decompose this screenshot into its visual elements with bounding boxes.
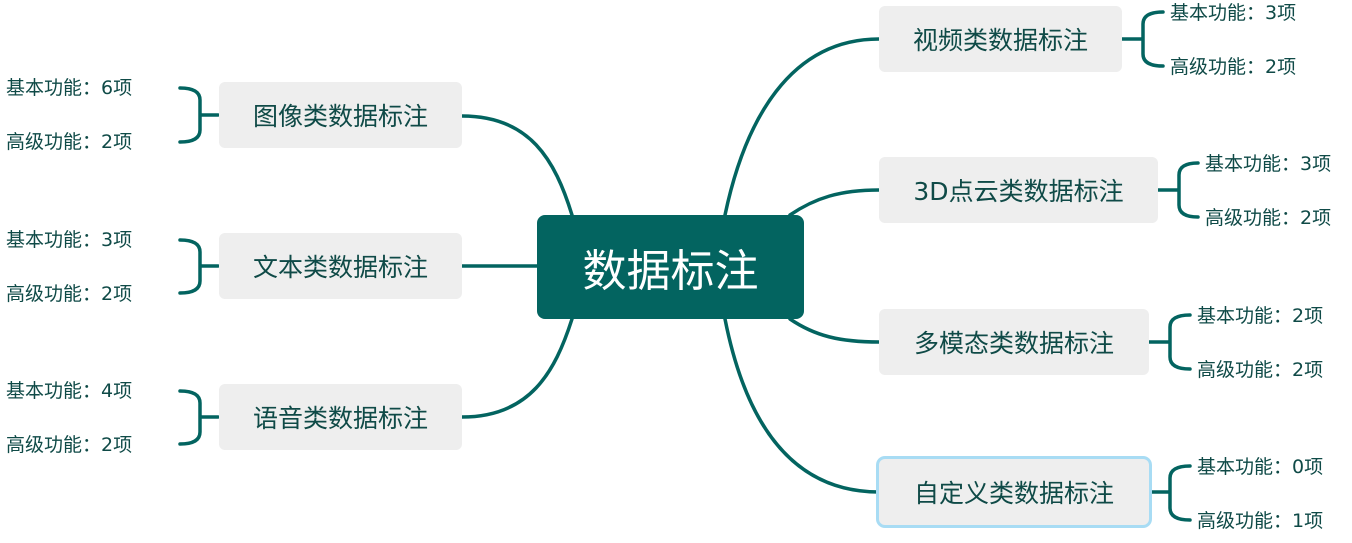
leaf-voice-basic[interactable]: 基本功能：4项 — [6, 380, 133, 402]
node-multimodal-annotation[interactable]: 多模态类数据标注 — [879, 309, 1149, 375]
leaf-image-advanced[interactable]: 高级功能：2项 — [6, 131, 133, 153]
connector-multimodal — [788, 317, 881, 344]
brace-multimodal — [1147, 313, 1192, 371]
node-voice-annotation[interactable]: 语音类数据标注 — [219, 384, 462, 450]
connector-custom — [723, 317, 881, 494]
leaf-text-advanced[interactable]: 高级功能：2项 — [6, 283, 133, 305]
brace-text — [178, 238, 220, 295]
leaf-3d-basic[interactable]: 基本功能：3项 — [1205, 153, 1332, 175]
node-custom-annotation[interactable]: 自定义类数据标注 — [879, 459, 1149, 525]
node-3d-pointcloud-annotation[interactable]: 3D点云类数据标注 — [879, 157, 1158, 223]
connector-image — [460, 114, 574, 217]
brace-custom — [1147, 464, 1192, 522]
leaf-custom-basic[interactable]: 基本功能：0项 — [1197, 456, 1324, 478]
connector-video — [723, 37, 881, 217]
leaf-video-advanced[interactable]: 高级功能：2项 — [1170, 56, 1297, 78]
brace-image — [178, 86, 220, 144]
leaf-text-basic[interactable]: 基本功能：3项 — [6, 229, 133, 251]
leaf-multimodal-basic[interactable]: 基本功能：2项 — [1197, 305, 1324, 327]
node-video-annotation[interactable]: 视频类数据标注 — [879, 6, 1122, 72]
leaf-custom-advanced[interactable]: 高级功能：1项 — [1197, 510, 1324, 532]
leaf-multimodal-advanced[interactable]: 高级功能：2项 — [1197, 359, 1324, 381]
leaf-video-basic[interactable]: 基本功能：3项 — [1170, 2, 1297, 24]
node-image-annotation[interactable]: 图像类数据标注 — [219, 82, 462, 148]
leaf-3d-advanced[interactable]: 高级功能：2项 — [1205, 207, 1332, 229]
connector-voice — [460, 317, 574, 419]
leaf-image-basic[interactable]: 基本功能：6项 — [6, 77, 133, 99]
connector-3d — [788, 188, 881, 217]
leaf-voice-advanced[interactable]: 高级功能：2项 — [6, 434, 133, 456]
brace-voice — [178, 389, 220, 446]
node-text-annotation[interactable]: 文本类数据标注 — [219, 233, 462, 299]
brace-3d — [1156, 161, 1200, 219]
brace-video — [1120, 10, 1165, 68]
root-node[interactable]: 数据标注 — [537, 215, 804, 319]
